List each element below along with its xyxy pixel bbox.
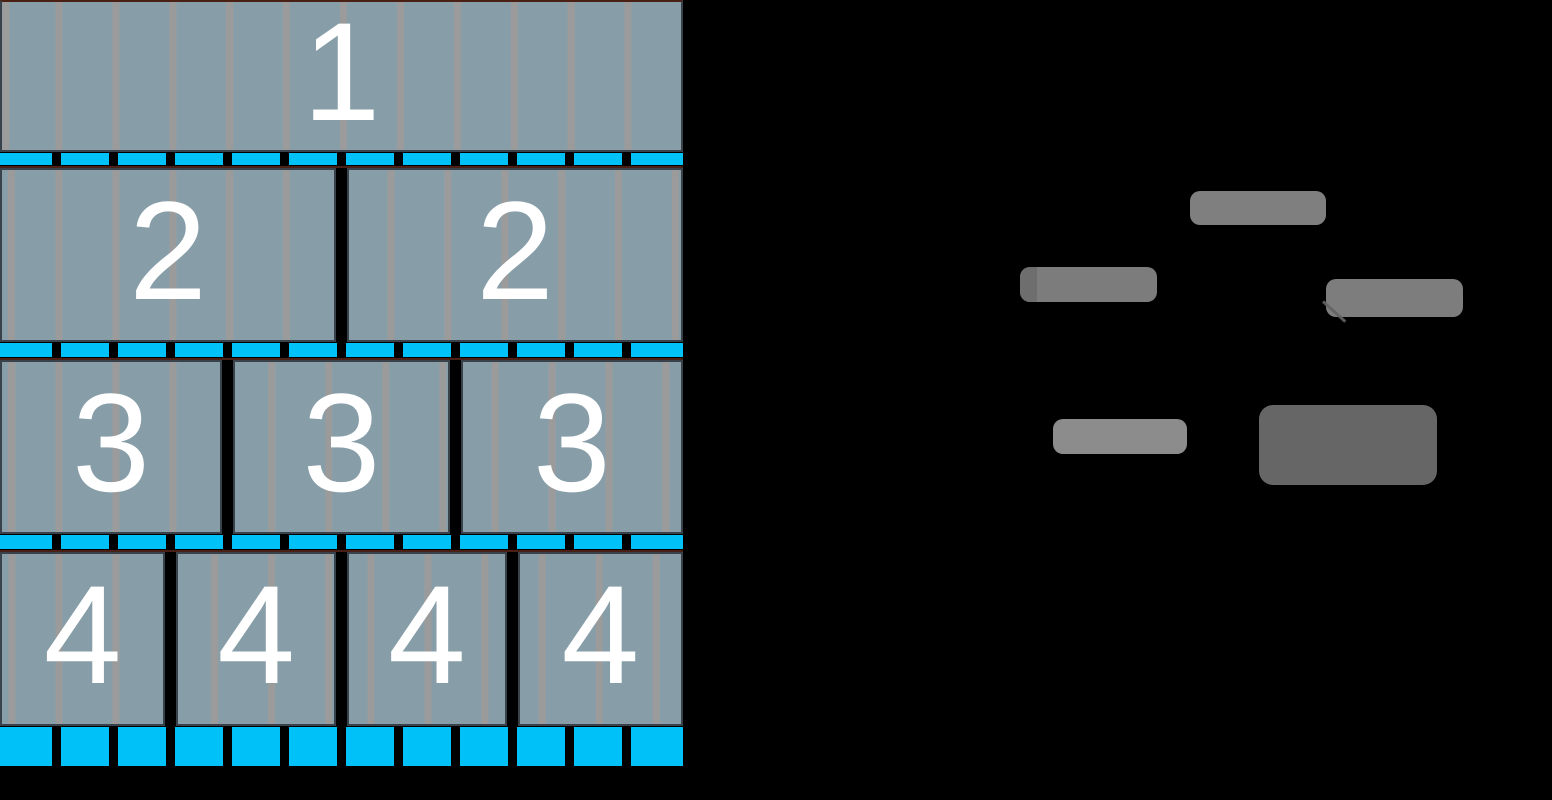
cyan-dash bbox=[232, 153, 281, 165]
cyan-dash bbox=[459, 153, 508, 165]
fraction-bar-4-1[interactable]: 4 bbox=[0, 552, 166, 726]
cyan-cell-8 bbox=[402, 727, 451, 766]
cyan-cell-2 bbox=[61, 727, 110, 766]
twelfths-highlight-row bbox=[0, 727, 683, 766]
cyan-cell-10 bbox=[516, 727, 565, 766]
fraction-bar-1-1[interactable]: 1 bbox=[0, 0, 683, 152]
cyan-dash bbox=[118, 343, 167, 357]
cyan-dash bbox=[175, 343, 224, 357]
fraction-bar-3-1[interactable]: 3 bbox=[0, 360, 223, 534]
fraction-bar-2-1[interactable]: 2 bbox=[0, 168, 336, 342]
cyan-cell-3 bbox=[118, 727, 167, 766]
highlight-dash-band-2 bbox=[0, 342, 683, 360]
cyan-dash bbox=[175, 153, 224, 165]
highlight-dash-band-1 bbox=[0, 152, 683, 168]
cyan-dash bbox=[61, 153, 110, 165]
cyan-dash bbox=[232, 343, 281, 357]
bar-number-label: 1 bbox=[302, 0, 381, 150]
cyan-cell-4 bbox=[175, 727, 224, 766]
cyan-dash bbox=[346, 153, 394, 165]
piece-corner-mark bbox=[1321, 300, 1347, 323]
fraction-bar-4-3[interactable]: 4 bbox=[347, 552, 507, 726]
cyan-dash bbox=[402, 535, 451, 549]
bar-number-label: 2 bbox=[129, 172, 207, 329]
fraction-bar-3-2[interactable]: 3 bbox=[233, 360, 450, 534]
cyan-dash bbox=[573, 343, 622, 357]
fraction-bar-4-4[interactable]: 4 bbox=[517, 552, 683, 726]
cyan-dash bbox=[0, 343, 53, 357]
fraction-bar-2-2[interactable]: 2 bbox=[347, 168, 683, 342]
cyan-dash bbox=[289, 343, 337, 357]
piece-top[interactable] bbox=[1190, 191, 1326, 225]
cyan-dash bbox=[232, 535, 281, 549]
cyan-cell-12 bbox=[630, 727, 683, 766]
cyan-dash bbox=[289, 153, 337, 165]
cyan-dash bbox=[516, 153, 565, 165]
cyan-cell-5 bbox=[232, 727, 281, 766]
cyan-cell-1 bbox=[0, 727, 53, 766]
piece-left-cap bbox=[1020, 267, 1037, 302]
wall-row-1: 1 bbox=[0, 0, 683, 152]
bar-number-label: 2 bbox=[476, 172, 554, 329]
piece-mid-left[interactable] bbox=[1020, 267, 1157, 302]
cyan-dash bbox=[175, 535, 224, 549]
piece-bottom-left[interactable] bbox=[1053, 419, 1187, 454]
bar-number-label: 3 bbox=[72, 364, 151, 521]
cyan-dash bbox=[118, 153, 167, 165]
cyan-dash bbox=[630, 343, 683, 357]
bar-number-label: 3 bbox=[302, 364, 381, 521]
cyan-cell-7 bbox=[346, 727, 394, 766]
cyan-cell-9 bbox=[459, 727, 508, 766]
bar-number-label: 4 bbox=[217, 556, 296, 713]
bar-number-label: 4 bbox=[561, 556, 640, 713]
cyan-dash bbox=[459, 535, 508, 549]
cyan-dash bbox=[573, 535, 622, 549]
cyan-dash bbox=[61, 535, 110, 549]
highlight-dash-band-3 bbox=[0, 534, 683, 552]
cyan-dash bbox=[346, 343, 394, 357]
cyan-dash bbox=[61, 343, 110, 357]
cyan-dash bbox=[0, 153, 53, 165]
piece-bottom-right[interactable] bbox=[1259, 405, 1437, 485]
cyan-dash bbox=[573, 153, 622, 165]
cyan-dash bbox=[118, 535, 167, 549]
cyan-dash bbox=[289, 535, 337, 549]
cyan-dash bbox=[516, 535, 565, 549]
cyan-dash bbox=[630, 153, 683, 165]
bar-number-label: 3 bbox=[532, 364, 611, 521]
fraction-bar-3-3[interactable]: 3 bbox=[460, 360, 683, 534]
fraction-bar-4-2[interactable]: 4 bbox=[176, 552, 336, 726]
cyan-dash bbox=[346, 535, 394, 549]
cyan-dash bbox=[402, 153, 451, 165]
cyan-cell-11 bbox=[573, 727, 622, 766]
cyan-dash bbox=[516, 343, 565, 357]
cyan-dash bbox=[0, 535, 53, 549]
bar-number-label: 4 bbox=[387, 556, 466, 713]
piece-mid-right[interactable] bbox=[1321, 279, 1463, 323]
cyan-dash bbox=[630, 535, 683, 549]
bar-number-label: 4 bbox=[43, 556, 122, 713]
cyan-cell-6 bbox=[289, 727, 337, 766]
cyan-dash bbox=[402, 343, 451, 357]
cyan-dash bbox=[459, 343, 508, 357]
